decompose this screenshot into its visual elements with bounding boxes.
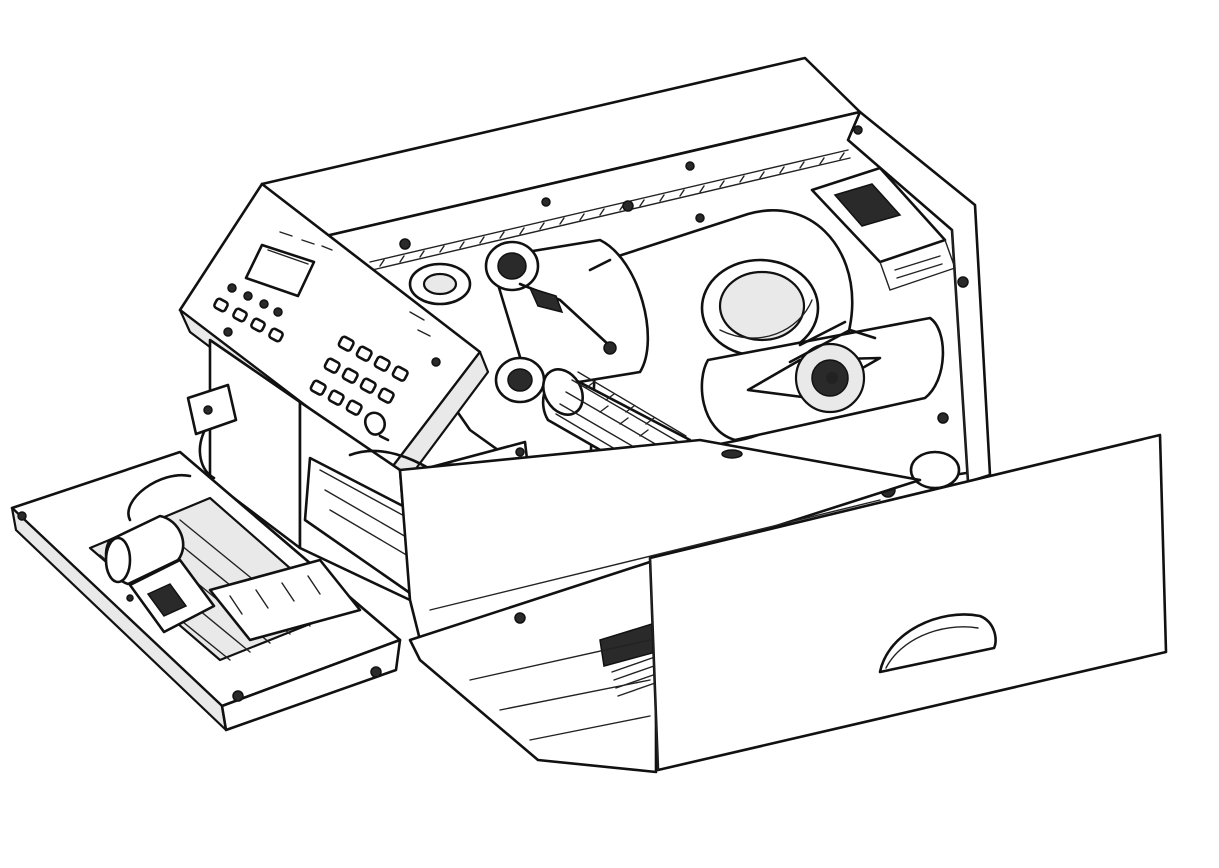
base-plate [398, 438, 922, 774]
supply-roll [588, 209, 961, 490]
left-front-cover [10, 450, 402, 732]
right-front-door [648, 433, 1168, 772]
